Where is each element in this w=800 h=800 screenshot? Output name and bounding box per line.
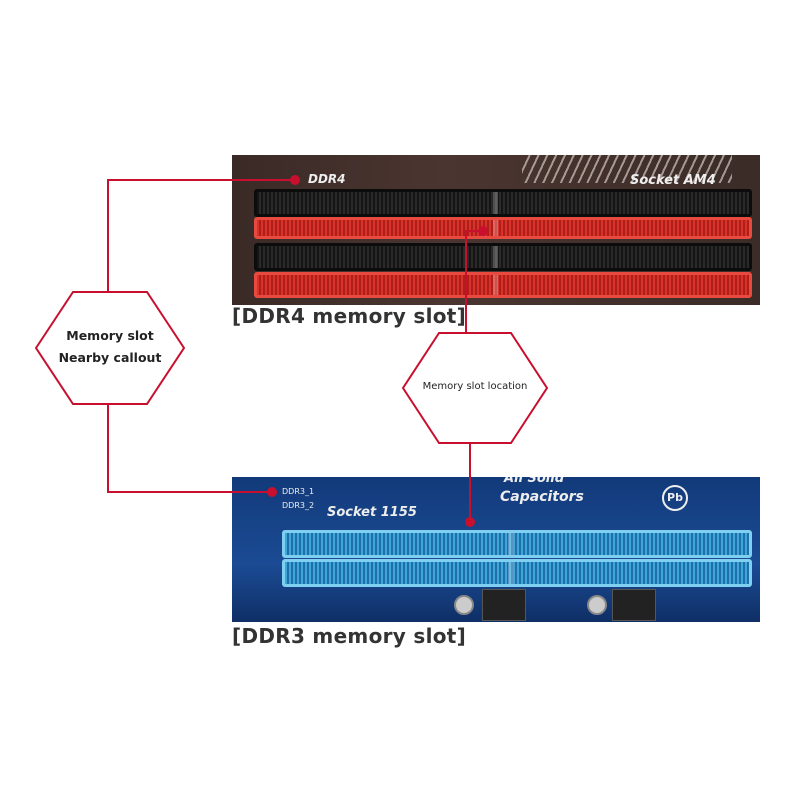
right-callout-hexagon [401, 332, 549, 444]
left-callout-text: Memory slot Nearby callout [40, 325, 180, 369]
left-callout-line2: Nearby callout [58, 350, 162, 365]
ddr4-dot [290, 175, 300, 185]
capacitor [454, 595, 474, 615]
capacitor [587, 595, 607, 615]
ddr3-slot-1 [282, 530, 752, 558]
callout-line-ddr4 [107, 179, 295, 292]
capacitors-label: Capacitors [500, 489, 584, 505]
ddr3-dot [267, 487, 277, 497]
mosfet-chip [612, 589, 656, 621]
silkscreen-stripes [522, 155, 732, 183]
ddr4-caption: [DDR4 memory slot] [232, 304, 467, 328]
ddr4-slot-black-2 [254, 243, 752, 271]
ddr4-silk-label: DDR4 [308, 172, 346, 186]
left-callout-hexagon [34, 291, 186, 405]
right-callout-text: Memory slot location [422, 381, 528, 392]
ddr3-motherboard-photo: DDR3_1 DDR3_2 Socket 1155 All Solid Capa… [232, 477, 760, 622]
ddr3-1-label: DDR3_1 [282, 487, 315, 496]
socket-am4-label: Socket AM4 [630, 173, 716, 188]
ddr3-slot-2 [282, 559, 752, 587]
ddr3-2-label: DDR3_2 [282, 501, 315, 510]
ddr4-slot-red-1 [254, 217, 752, 239]
ddr4-location-dot [478, 226, 488, 236]
ddr4-slot-red-2 [254, 272, 752, 298]
ddr3-location-dot [465, 517, 475, 527]
socket-1155-label: Socket 1155 [327, 505, 417, 520]
lead-free-logo: Pb [662, 485, 688, 511]
location-line-ddr4 [465, 230, 483, 333]
ddr3-caption: [DDR3 memory slot] [232, 624, 467, 648]
ddr4-slot-black-1 [254, 189, 752, 217]
ddr4-motherboard-photo: DDR4 Socket AM4 [232, 155, 760, 305]
mosfet-chip [482, 589, 526, 621]
left-callout-line1: Memory slot [66, 328, 154, 343]
all-solid-label: All Solid [504, 477, 565, 486]
callout-line-ddr3 [107, 404, 272, 493]
